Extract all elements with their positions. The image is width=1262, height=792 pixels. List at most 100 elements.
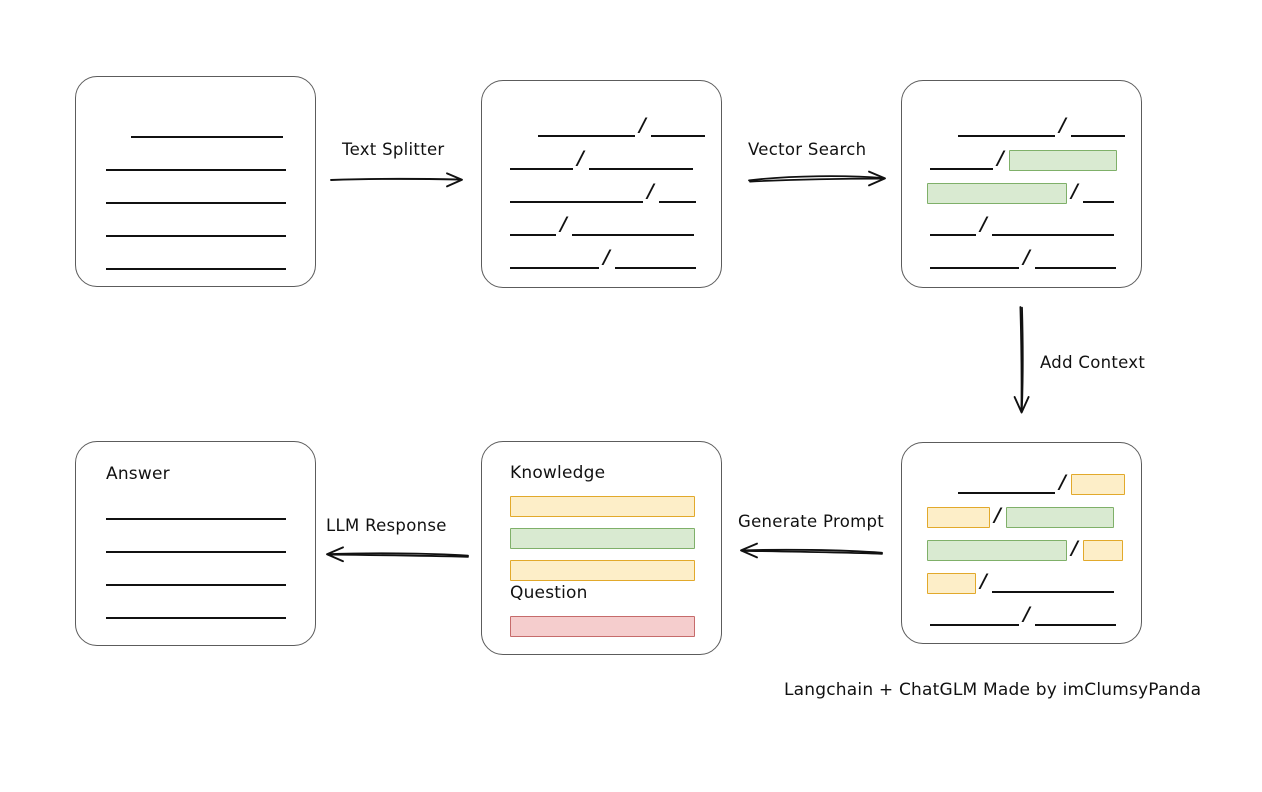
highlight-chunk-yellow[interactable] xyxy=(927,572,976,594)
node-vector-matched-document[interactable]: / / / / / xyxy=(901,80,1142,288)
document-row: / xyxy=(927,504,1114,530)
arrow-right-icon xyxy=(748,170,886,187)
document-row: / xyxy=(927,570,1114,596)
document-row: / xyxy=(510,147,693,173)
text-line xyxy=(106,584,286,586)
text-line xyxy=(106,518,286,520)
question-bar-1[interactable] xyxy=(510,616,695,637)
knowledge-bar-2[interactable] xyxy=(510,528,695,549)
slash-separator: / xyxy=(647,179,654,202)
edge-vector-search: Vector Search xyxy=(748,140,893,196)
node-context-document[interactable]: / / / / / xyxy=(901,442,1142,644)
slash-separator: / xyxy=(994,503,1001,526)
text-line xyxy=(106,235,286,237)
document-row: / xyxy=(510,246,696,272)
slash-separator: / xyxy=(1023,602,1030,625)
edge-add-context-label: Add Context xyxy=(1040,353,1146,372)
document-row: / xyxy=(927,537,1123,563)
text-line xyxy=(930,267,1019,269)
edge-generate-prompt: Generate Prompt xyxy=(736,512,886,568)
text-line xyxy=(510,168,573,170)
slash-separator: / xyxy=(997,146,1004,169)
highlight-chunk-green[interactable] xyxy=(1008,149,1117,171)
document-row xyxy=(106,181,286,207)
question-heading: Question xyxy=(510,583,588,603)
text-line xyxy=(930,624,1019,626)
text-line xyxy=(958,135,1055,137)
answer-heading: Answer xyxy=(106,464,170,484)
document-row xyxy=(106,497,286,523)
document-row: / xyxy=(927,180,1114,206)
text-line xyxy=(650,135,705,137)
node-prompt[interactable]: Knowledge Question xyxy=(481,441,722,655)
document-row: / xyxy=(510,180,696,206)
text-line xyxy=(991,234,1114,236)
document-row: / xyxy=(930,603,1116,629)
document-row xyxy=(106,247,286,273)
slash-separator: / xyxy=(1023,245,1030,268)
document-row xyxy=(106,563,286,589)
text-line xyxy=(930,168,993,170)
document-row: / xyxy=(930,213,1114,239)
slash-separator: / xyxy=(639,113,646,136)
text-line xyxy=(1070,135,1125,137)
edge-text-splitter-label: Text Splitter xyxy=(342,140,445,159)
node-split-document[interactable]: / / / / / xyxy=(481,80,722,288)
edge-text-splitter: Text Splitter xyxy=(330,140,470,196)
text-line xyxy=(958,492,1055,494)
text-line xyxy=(106,202,286,204)
arrow-down-icon xyxy=(1013,306,1030,414)
text-line xyxy=(991,591,1114,593)
slash-separator: / xyxy=(980,569,987,592)
highlight-chunk-yellow[interactable] xyxy=(1082,539,1123,561)
node-answer[interactable]: Answer xyxy=(75,441,316,646)
text-line xyxy=(1082,201,1114,203)
document-row xyxy=(106,214,286,240)
knowledge-heading: Knowledge xyxy=(510,463,606,483)
arrow-right-icon xyxy=(330,172,463,188)
text-line xyxy=(1034,267,1116,269)
highlight-chunk-green[interactable] xyxy=(927,539,1067,561)
slash-separator: / xyxy=(1071,179,1078,202)
text-line xyxy=(1034,624,1116,626)
text-line xyxy=(510,234,556,236)
text-line xyxy=(106,169,286,171)
edge-llm-response-label: LLM Response xyxy=(326,516,447,535)
document-row xyxy=(106,530,286,556)
document-row: / xyxy=(958,471,1125,497)
edge-add-context: Add Context xyxy=(1006,305,1145,420)
text-line xyxy=(588,168,693,170)
text-line xyxy=(106,617,286,619)
knowledge-bar-3[interactable] xyxy=(510,560,695,581)
footer-caption: Langchain + ChatGLM Made by imClumsyPand… xyxy=(784,680,1202,700)
document-row: / xyxy=(930,147,1117,173)
text-line xyxy=(538,135,635,137)
highlight-chunk-yellow[interactable] xyxy=(1070,473,1125,495)
text-line xyxy=(510,201,643,203)
text-line xyxy=(614,267,696,269)
edge-generate-prompt-label: Generate Prompt xyxy=(738,512,884,531)
node-source-document[interactable] xyxy=(75,76,316,287)
document-row: / xyxy=(510,213,694,239)
document-row: / xyxy=(538,114,705,140)
document-row: / xyxy=(958,114,1125,140)
edge-llm-response: LLM Response xyxy=(320,516,470,572)
document-row xyxy=(106,596,286,622)
text-line xyxy=(510,267,599,269)
highlight-chunk-green[interactable] xyxy=(1005,506,1114,528)
text-line xyxy=(131,136,283,138)
text-line xyxy=(930,234,976,236)
highlight-chunk-green[interactable] xyxy=(927,182,1067,204)
slash-separator: / xyxy=(560,212,567,235)
slash-separator: / xyxy=(577,146,584,169)
knowledge-bar-1[interactable] xyxy=(510,496,695,517)
document-row: / xyxy=(930,246,1116,272)
document-row xyxy=(131,115,283,141)
slash-separator: / xyxy=(1059,113,1066,136)
slash-separator: / xyxy=(603,245,610,268)
highlight-chunk-yellow[interactable] xyxy=(927,506,990,528)
slash-separator: / xyxy=(980,212,987,235)
text-line xyxy=(571,234,694,236)
document-row xyxy=(106,148,286,174)
